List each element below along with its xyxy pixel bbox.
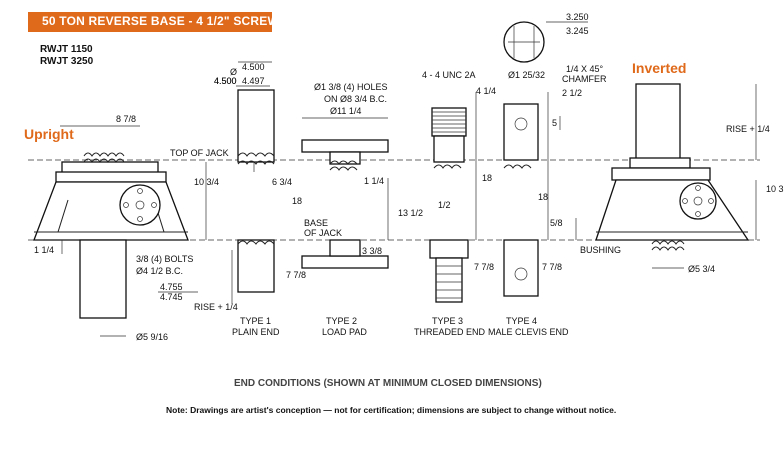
dim-4500: 4.500 [242,62,265,72]
dim-4500: 4.500 [214,76,237,86]
inverted-label: Inverted [632,60,687,76]
dim-11-1-4: Ø11 1/4 [330,106,361,116]
bolts-label: 3/8 (4) BOLTS [136,254,193,264]
type-2-label: TYPE 2 [326,316,357,326]
dim-1-1-4: 1 1/4 [34,245,54,255]
dim-3-3-8: 3 3/8 [362,246,382,256]
top-view-ring [503,21,588,63]
base-of-jack-label: OF JACK [304,228,342,238]
diameter-symbol: Ø [230,67,237,77]
dim-4-1-4: 4 1/4 [476,86,496,96]
type-4-label: TYPE 4 [506,316,537,326]
bushing-label: BUSHING [580,245,621,255]
dim-3250: 3.250 [566,12,589,22]
dim-5-9-16: Ø5 9/16 [136,332,168,342]
disclaimer-note: Note: Drawings are artist's conception —… [166,405,617,415]
dim-5: 5 [552,118,557,128]
type-1-label: TYPE 1 [240,316,271,326]
page-title: 50 TON REVERSE BASE - 4 1/2" SCREW [42,14,279,28]
inverted-jack [575,83,757,269]
dim-4745: 4.745 [160,292,183,302]
chamfer-label: CHAMFER [562,74,607,84]
chamfer-label: 1/4 X 45° [566,64,604,74]
type-4-male-clevis-end [503,92,561,297]
bolts-bc-label: Ø4 1/2 B.C. [136,266,183,276]
type-3-name: THREADED END [414,327,486,337]
dim-1-25-32: Ø1 25/32 [508,70,545,80]
dim-18: 18 [482,173,492,183]
dim-10-3-4: 10 3/4 [194,177,219,187]
dim-2-1-2: 2 1/2 [562,88,582,98]
type-2-load-pad [301,117,389,269]
upright-jack [33,152,189,319]
type-3-threaded-end [429,92,477,303]
dim-1-2: 1/2 [438,200,451,210]
type-2-name: LOAD PAD [322,327,367,337]
dim-7-7-8: 7 7/8 [474,262,494,272]
upright-label: Upright [24,126,74,142]
holes-bc-label: ON Ø8 3/4 B.C. [324,94,387,104]
dim-7-7-8: 7 7/8 [286,270,306,280]
dim-7-7-8: 7 7/8 [542,262,562,272]
type-4-name: MALE CLEVIS END [488,327,569,337]
model-number: RWJT 1150 [40,44,93,55]
top-of-jack-label: TOP OF JACK [170,148,229,158]
base-of-jack-label: BASE [304,218,328,228]
type-1-name: PLAIN END [232,327,280,337]
holes-label: Ø1 3/8 (4) HOLES [314,82,388,92]
dim-8-7-8: 8 7/8 [116,114,136,124]
dim-13-1-2: 13 1/2 [398,208,423,218]
end-conditions-caption: END CONDITIONS (SHOWN AT MINIMUM CLOSED … [234,378,542,389]
dim-4497: 4.497 [242,76,265,86]
type-1-plain-end [237,89,275,293]
dim-rise: RISE + 1/4 [194,302,238,312]
dim-1-1-4: 1 1/4 [364,176,384,186]
dim-18: 18 [538,192,548,202]
dim-3245: 3.245 [566,26,589,36]
dim-rise: RISE + 1/4 [726,124,770,134]
dim-4755: 4.755 [160,282,183,292]
dim-5-3-4: Ø5 3/4 [688,264,715,274]
dim-6-3-4: 6 3/4 [272,177,292,187]
dim-4500: 4.500 [214,76,237,86]
unc-label: 4 - 4 UNC 2A [422,70,476,80]
dim-18: 18 [292,196,302,206]
dim-10-3: 10 3 [766,184,784,194]
type-3-label: TYPE 3 [432,316,463,326]
header-bar: 50 TON REVERSE BASE - 4 1/2" SCREW [28,12,279,32]
dim-5-8: 5/8 [550,218,563,228]
model-number: RWJT 3250 [40,56,94,67]
